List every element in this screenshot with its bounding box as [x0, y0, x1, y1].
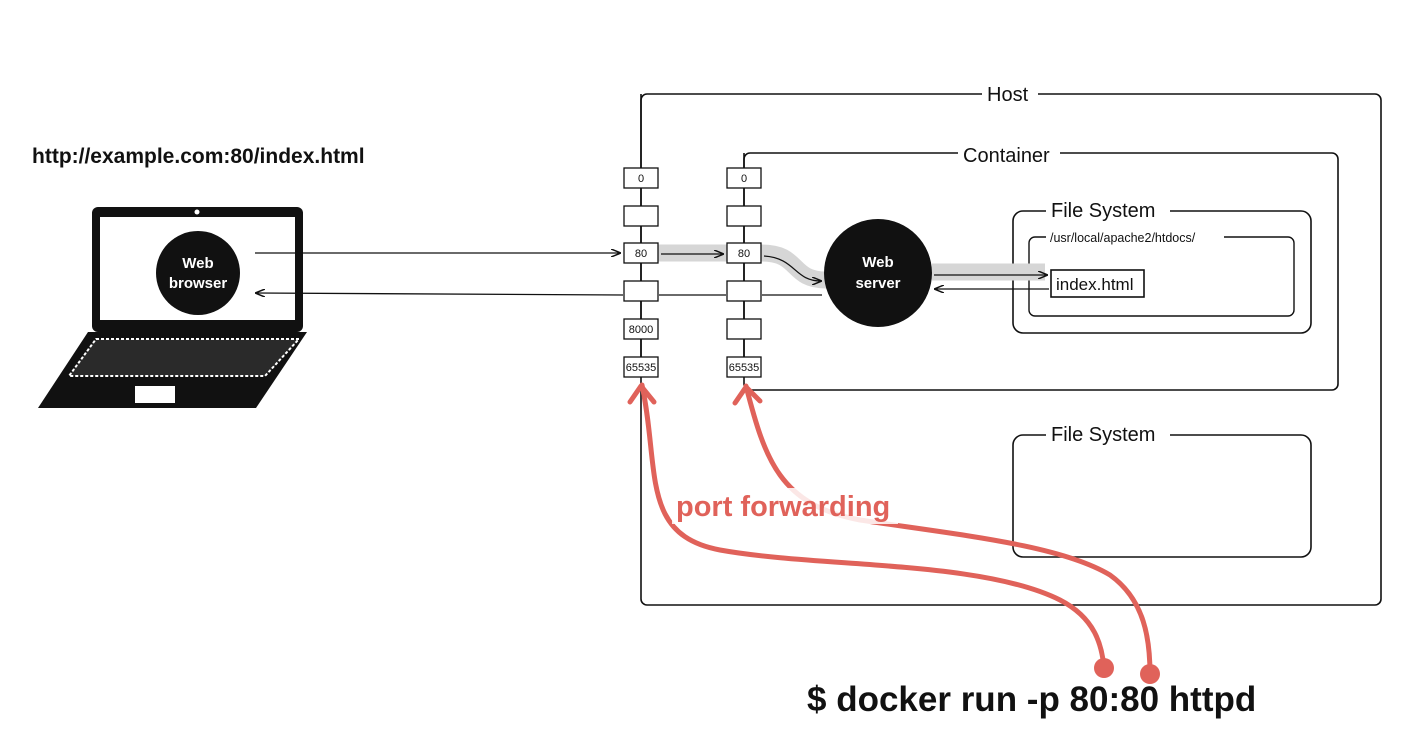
htdocs-path-label: /usr/local/apache2/htdocs/	[1050, 231, 1196, 245]
port-forwarding-curves	[627, 382, 1160, 684]
host-file-system-box	[1012, 434, 1312, 558]
container-port-slot	[726, 205, 762, 227]
host-port-65535-label: 65535	[626, 362, 657, 374]
web-browser-node	[156, 231, 240, 315]
web-browser-label-line2: browser	[169, 275, 228, 292]
host-port-0	[623, 167, 659, 189]
container-port-0-label: 0	[741, 173, 747, 185]
host-port-column	[623, 94, 659, 378]
container-port-80-label: 80	[738, 248, 750, 260]
container-file-system-label: File System	[1051, 200, 1155, 222]
host-label: Host	[987, 84, 1029, 106]
host-port-80	[623, 242, 659, 264]
response-arrow-host-to-browser	[256, 293, 624, 295]
web-server-label-line1: Web	[862, 254, 893, 271]
container-label: Container	[963, 145, 1050, 167]
host-port-8000	[623, 318, 659, 340]
container-port-column	[726, 153, 762, 378]
laptop-icon	[38, 207, 307, 408]
request-arrow-container-to-server	[763, 255, 821, 281]
index-html-file	[1050, 269, 1145, 298]
container-port-slot	[726, 280, 762, 302]
host-port-80-label: 80	[635, 248, 647, 260]
container-port-80	[726, 242, 762, 264]
port-forwarding-label: port forwarding	[676, 491, 890, 523]
container-port-65535-label: 65535	[729, 362, 760, 374]
container-port-slot	[726, 318, 762, 340]
host-file-system-label: File System	[1051, 424, 1155, 446]
url-label: http://example.com:80/index.html	[32, 145, 365, 168]
index-html-label: index.html	[1056, 275, 1133, 294]
docker-command: $ docker run -p 80:80 httpd	[807, 680, 1256, 719]
web-server-node	[824, 219, 932, 327]
host-port-65535	[623, 356, 659, 378]
container-port-65535	[726, 356, 762, 378]
container-port-0	[726, 167, 762, 189]
host-port-slot	[623, 280, 659, 302]
host-port-slot	[623, 205, 659, 227]
web-server-label-line2: server	[855, 275, 900, 292]
web-browser-label-line1: Web	[182, 255, 213, 272]
host-port-8000-label: 8000	[629, 324, 653, 336]
host-port-0-label: 0	[638, 173, 644, 185]
